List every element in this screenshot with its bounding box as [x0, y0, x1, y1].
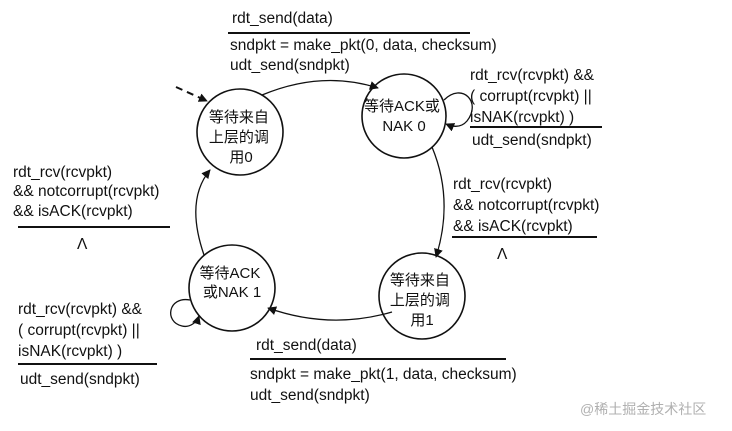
bottom-transition-action-line-1: sndpkt = make_pkt(1, data, checksum): [250, 366, 517, 383]
right-loop-event-line-1: rdt_rcv(rcvpkt) &&: [470, 67, 595, 84]
state-wait-call-1-line-1: 等待来自: [390, 271, 450, 289]
left-transition-event-line-3: && isACK(rcvpkt): [13, 203, 133, 220]
state-wait-ack-nak-1-label: 等待ACK 或NAK 1: [199, 264, 264, 301]
self-loop-left-arrow: [170, 299, 201, 328]
bottom-transition-event-line-1: rdt_send(data): [256, 337, 357, 354]
state-wait-call-0-circle: [196, 88, 284, 176]
right-loop-event-line-3: isNAK(rcvpkt) ): [470, 109, 574, 126]
state-wait-ack-nak-0-line-1: 等待ACK或: [364, 97, 440, 115]
top-transition-event: rdt_send(data): [232, 10, 333, 27]
bottom-transition-action-line-2: udt_send(sndpkt): [250, 387, 370, 404]
state-wait-ack-nak-1-circle: [188, 244, 276, 332]
initial-state-arrow: [175, 86, 208, 102]
left-transition-action: Λ: [77, 236, 88, 253]
top-transition-action-line-2: udt_send(sndpkt): [230, 57, 350, 74]
bottom-transition-event: rdt_send(data): [256, 337, 357, 354]
left-loop-event-line-1: rdt_rcv(rcvpkt) &&: [18, 301, 143, 318]
right-loop-event: rdt_rcv(rcvpkt) && ( corrupt(rcvpkt) || …: [470, 67, 598, 126]
state-wait-call-0-label: 等待来自 上层的调 用0: [209, 108, 273, 166]
state-wait-ack-nak-1-line-2: 或NAK 1: [203, 284, 261, 301]
left-loop-event-line-2: ( corrupt(rcvpkt) ||: [18, 322, 140, 339]
top-transition-action-line-1: sndpkt = make_pkt(0, data, checksum): [230, 37, 497, 54]
transition-top-arrow: [261, 79, 379, 96]
state-wait-call-1-circle: [378, 252, 466, 340]
watermark-text: @稀土掘金技术社区: [580, 401, 706, 417]
state-wait-call-1-line-2: 上层的调: [390, 292, 450, 309]
right-transition-event-line-3: && isACK(rcvpkt): [453, 218, 573, 235]
right-transition-event-line-2: && notcorrupt(rcvpkt): [453, 197, 599, 214]
state-wait-call-1-line-3: 用1: [410, 312, 433, 329]
right-transition-action-line-1: Λ: [497, 246, 508, 263]
left-transition-action-line-1: Λ: [77, 236, 88, 253]
left-transition-event-line-1: rdt_rcv(rcvpkt): [13, 164, 112, 181]
top-transition-action: sndpkt = make_pkt(0, data, checksum) udt…: [230, 37, 501, 74]
state-wait-ack-nak-1-line-1: 等待ACK: [199, 264, 260, 282]
transition-left-arrow: [195, 169, 211, 256]
state-wait-ack-nak-0-line-2: NAK 0: [382, 118, 425, 135]
right-transition-action: Λ: [497, 246, 508, 263]
right-loop-action: udt_send(sndpkt): [472, 132, 592, 149]
right-loop-event-line-2: ( corrupt(rcvpkt) ||: [470, 88, 592, 105]
left-loop-event: rdt_rcv(rcvpkt) && ( corrupt(rcvpkt) || …: [18, 301, 146, 360]
left-loop-action: udt_send(sndpkt): [20, 371, 140, 388]
left-transition-event: rdt_rcv(rcvpkt) && notcorrupt(rcvpkt) &&…: [13, 164, 164, 220]
right-transition-event-line-1: rdt_rcv(rcvpkt): [453, 176, 552, 193]
state-wait-call-0-line-2: 上层的调: [209, 129, 269, 146]
self-loop-right-arrow: [443, 92, 473, 132]
left-loop-action-line-1: udt_send(sndpkt): [20, 371, 140, 388]
state-wait-ack-nak-0-circle: [361, 73, 447, 159]
state-wait-call-0-line-3: 用0: [229, 149, 252, 166]
bottom-transition-action: sndpkt = make_pkt(1, data, checksum) udt…: [250, 366, 521, 404]
state-wait-ack-nak-0-label: 等待ACK或 NAK 0: [364, 97, 444, 135]
state-wait-call-0-line-1: 等待来自: [209, 108, 269, 126]
right-loop-action-line-1: udt_send(sndpkt): [472, 132, 592, 149]
transition-right-arrow: [431, 146, 445, 258]
transition-bottom-arrow: [267, 306, 393, 321]
state-wait-call-1-label: 等待来自 上层的调 用1: [390, 271, 454, 329]
top-transition-event-line-1: rdt_send(data): [232, 10, 333, 27]
left-loop-event-line-3: isNAK(rcvpkt) ): [18, 343, 122, 360]
right-transition-event: rdt_rcv(rcvpkt) && notcorrupt(rcvpkt) &&…: [453, 176, 604, 235]
left-transition-event-line-2: && notcorrupt(rcvpkt): [13, 183, 159, 200]
